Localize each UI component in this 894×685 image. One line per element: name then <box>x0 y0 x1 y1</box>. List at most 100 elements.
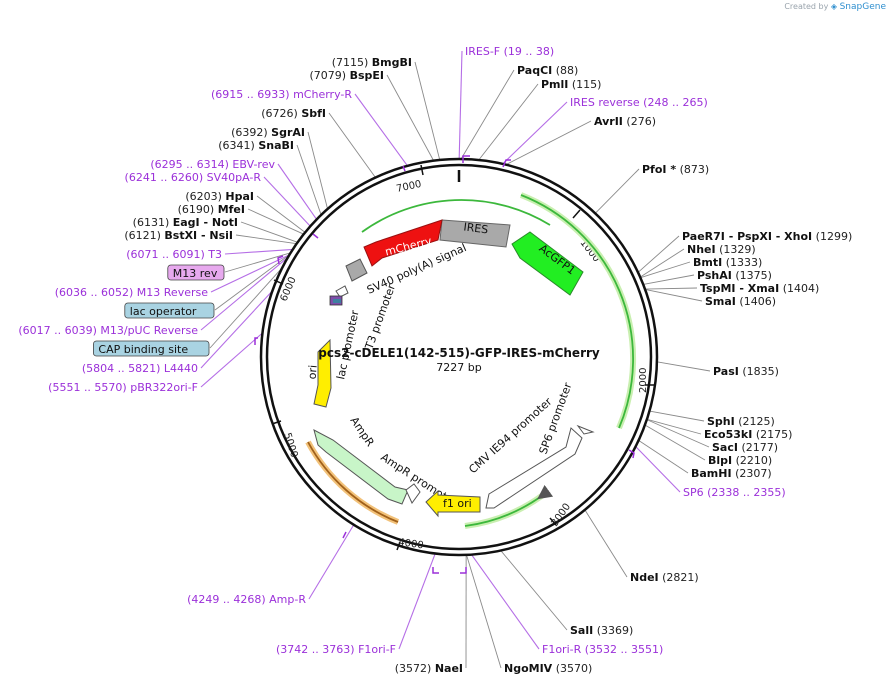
label-paqci[interactable]: PaqCI (88) <box>517 64 578 77</box>
label-sv40pa-r[interactable]: (6241 .. 6260) SV40pA-R <box>125 171 262 184</box>
label-cap-binding-site-box <box>93 340 210 357</box>
label-sv40pa-r-position: (6241 .. 6260) <box>125 171 204 184</box>
ori-feature[interactable] <box>313 338 332 408</box>
label-snabi-position: (6341) <box>218 139 255 152</box>
cmv-ie94-promoter-feature[interactable] <box>485 427 583 509</box>
label-bamhi[interactable]: BamHI (2307) <box>691 467 772 480</box>
label-ebv-rev-position: (6295 .. 6314) <box>150 158 229 171</box>
label-sgrai-text: (6392) SgrAI <box>231 126 305 139</box>
label-m13-puc-reverse[interactable]: (6017 .. 6039) M13/pUC Reverse <box>18 324 198 337</box>
sp6-mark <box>628 449 635 459</box>
label-bspei[interactable]: (7079) BspEI <box>310 69 385 82</box>
label-pshai-text: PshAI (1375) <box>697 269 772 282</box>
label-m13-puc-reverse-text: (6017 .. 6039) M13/pUC Reverse <box>18 324 198 337</box>
label-sgrai[interactable]: (6392) SgrAI <box>231 126 305 139</box>
label-t3-leader <box>224 248 293 255</box>
label-f1ori-r[interactable]: F1ori-R (3532 .. 3551) <box>542 643 663 656</box>
label-nhei-position: (1329) <box>719 243 756 256</box>
label-ebv-rev[interactable]: (6295 .. 6314) EBV-rev <box>150 158 275 171</box>
ires-feature[interactable] <box>439 219 511 248</box>
label-snabi-text: (6341) SnaBI <box>218 139 294 152</box>
label-cap-binding-site-text: CAP binding site <box>98 343 188 356</box>
label-ires-reverse-leader <box>502 101 568 165</box>
label-sphi-name: SphI <box>707 415 735 428</box>
cap-binding-site-feature[interactable] <box>333 299 341 303</box>
label-smai-leader <box>645 288 703 302</box>
label-sgrai-name: SgrAI <box>271 126 305 139</box>
label-ires-f-name: IRES-F <box>465 45 500 58</box>
label-bstxi-nsii[interactable]: (6121) BstXI - NsiI <box>124 229 233 242</box>
label-f1ori-f[interactable]: (3742 .. 3763) F1ori-F <box>276 643 396 656</box>
label-pasi[interactable]: PasI (1835) <box>713 365 779 378</box>
f1ori-outer-line <box>464 484 554 527</box>
t3-promoter-feature[interactable] <box>335 285 349 298</box>
label-ndei-position: (2821) <box>662 571 699 584</box>
label-naei-text: (3572) NaeI <box>395 662 463 675</box>
label-ires-f[interactable]: IRES-F (19 .. 38) <box>465 45 554 58</box>
ires-f-mark <box>462 155 470 163</box>
f1-ori-label: f1 ori <box>443 497 472 510</box>
label-sali-leader <box>500 550 568 631</box>
label-saci[interactable]: SacI (2177) <box>712 441 778 454</box>
label-blpi[interactable]: BlpI (2210) <box>708 454 772 467</box>
label-sali-text: SalI (3369) <box>570 624 633 637</box>
f1ori-r-mark <box>460 567 467 574</box>
label-m13-rev[interactable]: M13 rev <box>167 264 225 281</box>
label-avrii-text: AvrII (276) <box>594 115 656 128</box>
label-eagi-noti[interactable]: (6131) EagI - NotI <box>133 216 238 229</box>
ori-label: ori <box>306 365 320 380</box>
label-paer7i-pspxi-xhoi[interactable]: PaeR7I - PspXI - XhoI (1299) <box>682 230 852 243</box>
label-sp6[interactable]: SP6 (2338 .. 2355) <box>683 486 786 499</box>
label-paer7i-pspxi-xhoi-leader <box>637 235 680 273</box>
label-pshai[interactable]: PshAI (1375) <box>697 269 772 282</box>
label-eco53ki[interactable]: Eco53kI (2175) <box>704 428 792 441</box>
f1-ori-feature[interactable] <box>425 489 481 518</box>
label-pmli-text: PmlI (115) <box>541 78 601 91</box>
label-sali[interactable]: SalI (3369) <box>570 624 633 637</box>
label-pfoi[interactable]: PfoI * (873) <box>642 163 709 176</box>
label-pmli[interactable]: PmlI (115) <box>541 78 601 91</box>
ampr-promoter-feature[interactable] <box>405 483 421 504</box>
label-eco53ki-name: Eco53kI <box>704 428 752 441</box>
label-pbr322ori-f[interactable]: (5551 .. 5570) pBR322ori-F <box>48 381 198 394</box>
label-snabi[interactable]: (6341) SnaBI <box>218 139 294 152</box>
label-t3-name: T3 <box>207 248 222 261</box>
label-smai-position: (1406) <box>739 295 776 308</box>
label-sali-name: SalI <box>570 624 593 637</box>
acgfp1-feature[interactable] <box>511 231 584 296</box>
label-bmti[interactable]: BmtI (1333) <box>693 256 762 269</box>
label-nhei[interactable]: NheI (1329) <box>687 243 756 256</box>
label-smai[interactable]: SmaI (1406) <box>705 295 776 308</box>
label-lac-operator[interactable]: lac operator <box>124 302 215 319</box>
label-cap-binding-site[interactable]: CAP binding site <box>93 340 210 357</box>
label-bmgbi[interactable]: (7115) BmgBI <box>332 56 412 69</box>
label-sphi[interactable]: SphI (2125) <box>707 415 775 428</box>
label-ndei[interactable]: NdeI (2821) <box>630 571 699 584</box>
label-l4440[interactable]: (5804 .. 5821) L4440 <box>82 362 198 375</box>
label-sp6-leader <box>635 446 681 493</box>
label-nhei-text: NheI (1329) <box>687 243 756 256</box>
label-mcherry-r[interactable]: (6915 .. 6933) mCherry-R <box>211 88 352 101</box>
label-sbfi[interactable]: (6726) SbfI <box>261 107 326 120</box>
label-mfei[interactable]: (6190) MfeI <box>178 203 245 216</box>
label-t3[interactable]: (6071 .. 6091) T3 <box>126 248 222 261</box>
leader-lines <box>200 50 711 669</box>
label-ires-reverse[interactable]: IRES reverse (248 .. 265) <box>570 96 708 109</box>
sv40-polya-feature[interactable] <box>345 258 368 282</box>
label-tspmi-xmai[interactable]: TspMI - XmaI (1404) <box>700 282 819 295</box>
label-tspmi-xmai-text: TspMI - XmaI (1404) <box>700 282 819 295</box>
label-naei[interactable]: (3572) NaeI <box>395 662 463 675</box>
label-blpi-position: (2210) <box>736 454 773 467</box>
label-amp-r[interactable]: (4249 .. 4268) Amp-R <box>187 593 306 606</box>
label-saci-leader <box>646 419 710 448</box>
m13-mark <box>277 255 284 265</box>
label-m13-reverse[interactable]: (6036 .. 6052) M13 Reverse <box>55 286 208 299</box>
label-ngomiv[interactable]: NgoMIV (3570) <box>504 662 592 675</box>
mcherry-feature[interactable] <box>363 219 443 267</box>
label-hpai[interactable]: (6203) HpaI <box>185 190 254 203</box>
label-avrii[interactable]: AvrII (276) <box>594 115 656 128</box>
tick-label-4000: 4000 <box>398 537 425 551</box>
sp6-promoter-feature[interactable] <box>576 424 595 435</box>
acgfp1-outer-line <box>520 194 634 429</box>
label-snabi-name: SnaBI <box>258 139 294 152</box>
